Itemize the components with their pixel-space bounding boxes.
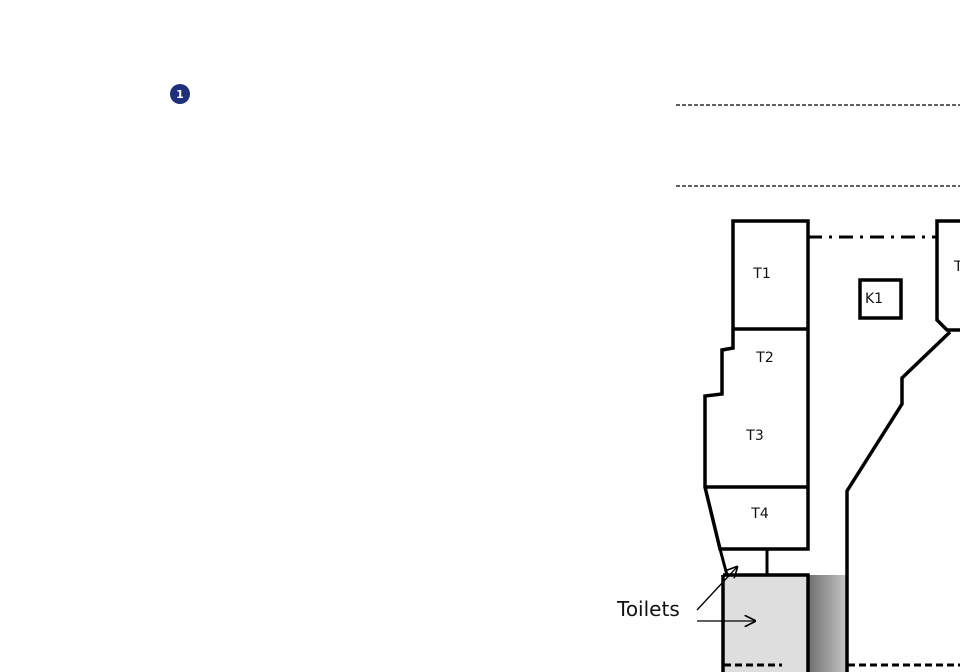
step-number-badge: 1 bbox=[170, 84, 190, 104]
room-label-t2: T2 bbox=[755, 350, 773, 366]
angled-corridor-wall bbox=[845, 330, 952, 672]
room-label-t1: T1 bbox=[752, 266, 770, 282]
room-label-cut-right: T bbox=[953, 259, 960, 275]
badge-circle bbox=[170, 84, 190, 104]
room-label-t4: T4 bbox=[750, 506, 769, 522]
room-k1-box bbox=[858, 278, 903, 320]
toilet-area bbox=[723, 575, 808, 672]
room-stack-walls bbox=[703, 219, 810, 551]
room-label-k1: K1 bbox=[865, 291, 883, 307]
room-stack-outline bbox=[703, 219, 810, 551]
toilet-connector bbox=[718, 548, 769, 576]
badge-number: 1 bbox=[176, 88, 184, 101]
corridor-strip bbox=[808, 575, 846, 672]
callout-arrow-up bbox=[696, 567, 737, 611]
toilets-callout-label: Toilets bbox=[616, 597, 680, 621]
toilet-area-walls bbox=[721, 573, 810, 672]
room-label-t3: T3 bbox=[745, 428, 763, 444]
room-right-cut-outline bbox=[935, 219, 960, 332]
